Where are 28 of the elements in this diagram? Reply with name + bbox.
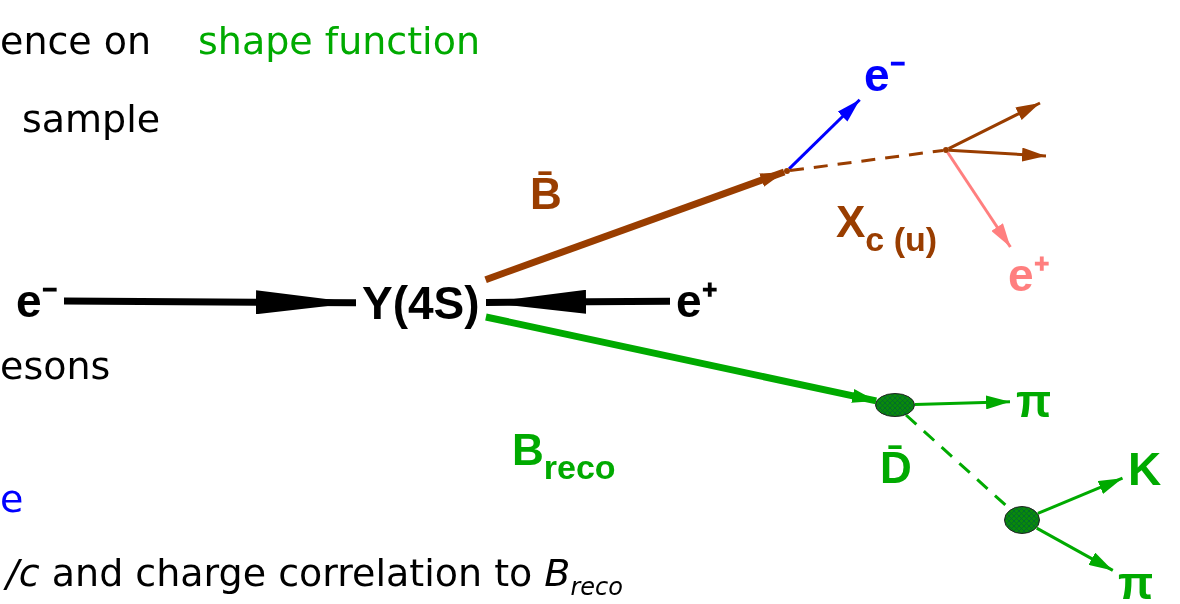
arrow	[1035, 526, 1114, 572]
arrow	[948, 101, 1041, 151]
arrow	[946, 151, 1012, 248]
slide-text: esons	[0, 345, 111, 389]
arrow	[914, 395, 1011, 410]
dashed-line	[789, 148, 944, 173]
vertex-point	[943, 147, 949, 153]
decay-vertex	[1004, 506, 1040, 534]
particle-label: π	[1016, 378, 1052, 424]
arrow	[484, 168, 786, 283]
arrow	[788, 98, 861, 170]
vertex-point	[784, 168, 790, 174]
arrow	[1037, 476, 1124, 515]
particle-label: e⁻	[16, 278, 58, 324]
decay-vertex	[875, 393, 915, 417]
particle-label: π	[1118, 560, 1154, 604]
arrow	[485, 313, 877, 405]
particle-label: e⁺	[676, 278, 718, 324]
arrow	[63, 290, 357, 315]
arrow	[948, 147, 1047, 162]
particle-label: e⁻	[864, 52, 906, 98]
arrow	[485, 289, 671, 314]
slide-text: e	[0, 478, 24, 522]
slide-text: sample	[22, 98, 161, 142]
slide-text: ence on	[0, 20, 152, 64]
particle-label: e⁺	[1008, 252, 1050, 298]
slide-text: shape function	[198, 20, 480, 64]
particle-label: K	[1128, 446, 1162, 492]
